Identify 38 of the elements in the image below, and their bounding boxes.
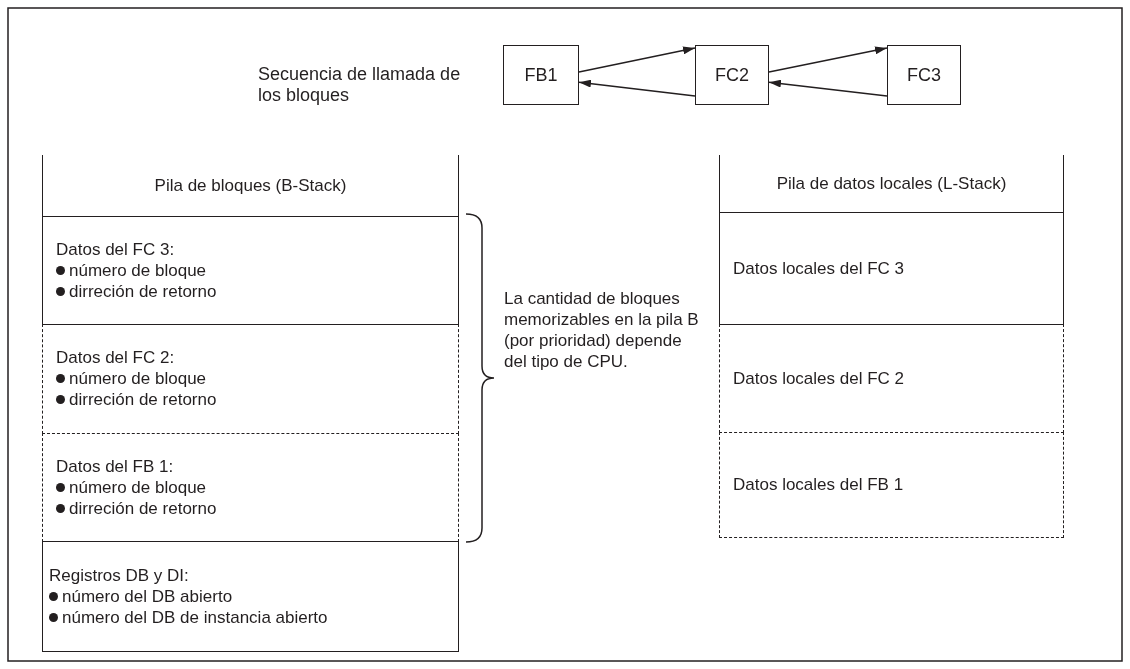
stack-frame	[42, 216, 459, 325]
frame-text: Datos locales del FC 3	[733, 257, 905, 279]
bullet-item: número de bloque	[69, 476, 207, 498]
bullet-item: número del DB abierto	[62, 585, 233, 607]
stack-title: Pila de bloques (B-Stack)	[154, 175, 347, 196]
stack-frame	[42, 324, 459, 434]
call-block-box	[503, 45, 579, 105]
stack-header	[719, 155, 1064, 213]
block-name: FC3	[907, 64, 941, 86]
bullet-item: número de bloque	[69, 259, 207, 281]
frame-heading: Datos del FB 1:	[56, 455, 174, 477]
bullet-item: dirreción de retorno	[69, 497, 217, 519]
arrow	[768, 79, 888, 97]
frame-text: Datos locales del FC 2	[733, 367, 905, 389]
call-block-box	[887, 45, 961, 105]
caption-text: Secuencia de llamada de los bloques	[258, 64, 462, 106]
bullet-item: número del DB de instancia abierto	[62, 606, 328, 628]
frame-text: Datos locales del FB 1	[733, 474, 904, 495]
bullet-item: dirreción de retorno	[69, 280, 217, 302]
bullet-item: dirreción de retorno	[69, 389, 217, 410]
stack-frame	[42, 541, 459, 652]
arrow	[578, 79, 696, 97]
stack-frame	[719, 324, 1064, 433]
bullet-item: número de bloque	[69, 368, 207, 389]
block-name: FC2	[715, 64, 749, 86]
stack-frame	[719, 212, 1064, 325]
stack-frame	[42, 433, 459, 542]
note-text: La cantidad de bloques memorizables en la pila B (por prioridad) depende del tipo de CPU.	[504, 288, 700, 372]
stack-title: Pila de datos locales (L-Stack)	[776, 173, 1007, 194]
call-block-box	[695, 45, 769, 105]
block-name: FB1	[524, 64, 558, 86]
frame-heading: Datos del FC 2:	[56, 347, 175, 368]
frame-heading: Datos del FC 3:	[56, 238, 175, 260]
arrow	[768, 46, 888, 73]
frame-heading: Registros DB y DI:	[49, 564, 189, 586]
stack-frame	[719, 432, 1064, 538]
stack-header	[42, 155, 459, 217]
arrow	[578, 46, 696, 73]
